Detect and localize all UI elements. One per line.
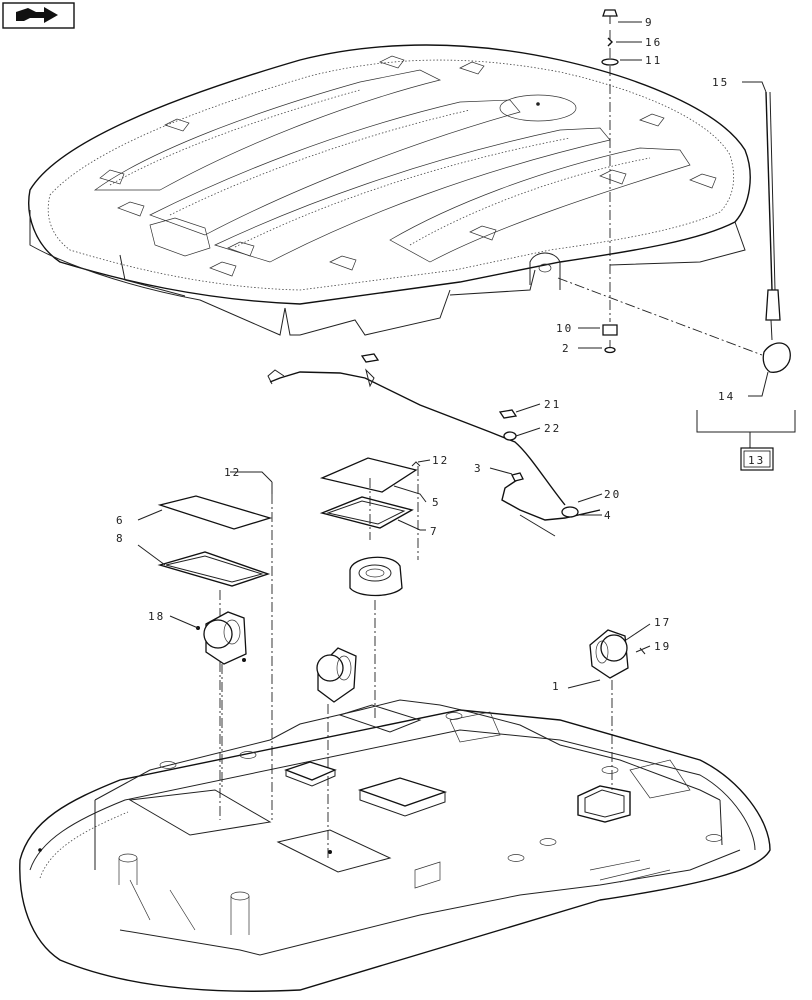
callout-7: 7 bbox=[430, 525, 439, 538]
callout-6: 6 bbox=[116, 514, 125, 527]
callout-1: 1 bbox=[552, 680, 561, 693]
cab-headliner bbox=[19, 699, 771, 992]
callout-14: 14 bbox=[718, 390, 735, 403]
cab-roof bbox=[28, 44, 751, 336]
callout-20: 20 bbox=[604, 488, 621, 501]
callout-22: 22 bbox=[544, 422, 561, 435]
callout-11: 11 bbox=[645, 54, 662, 67]
antenna bbox=[557, 81, 796, 471]
callout-15: 15 bbox=[712, 76, 729, 89]
speakers bbox=[169, 556, 651, 860]
callout-16: 16 bbox=[645, 36, 662, 49]
wiring-harness bbox=[267, 353, 603, 537]
arrow-right-icon[interactable] bbox=[2, 2, 75, 29]
callout-5: 5 bbox=[432, 496, 441, 509]
callout-9: 9 bbox=[645, 16, 654, 29]
callout-21: 21 bbox=[544, 398, 561, 411]
callout-18: 18 bbox=[148, 610, 165, 623]
callout-8: 8 bbox=[116, 532, 125, 545]
screw-stack bbox=[578, 9, 642, 354]
callout-13: 13 bbox=[748, 454, 765, 467]
callout-12-center: 12 bbox=[432, 454, 449, 467]
callout-17: 17 bbox=[654, 616, 671, 629]
callout-4: 4 bbox=[604, 509, 613, 522]
callout-19: 19 bbox=[654, 640, 671, 653]
callout-10: 10 bbox=[556, 322, 573, 335]
callout-2: 2 bbox=[562, 342, 571, 355]
panels bbox=[137, 457, 431, 820]
callout-3: 3 bbox=[474, 462, 483, 475]
callout-12-left: 12 bbox=[224, 466, 241, 479]
